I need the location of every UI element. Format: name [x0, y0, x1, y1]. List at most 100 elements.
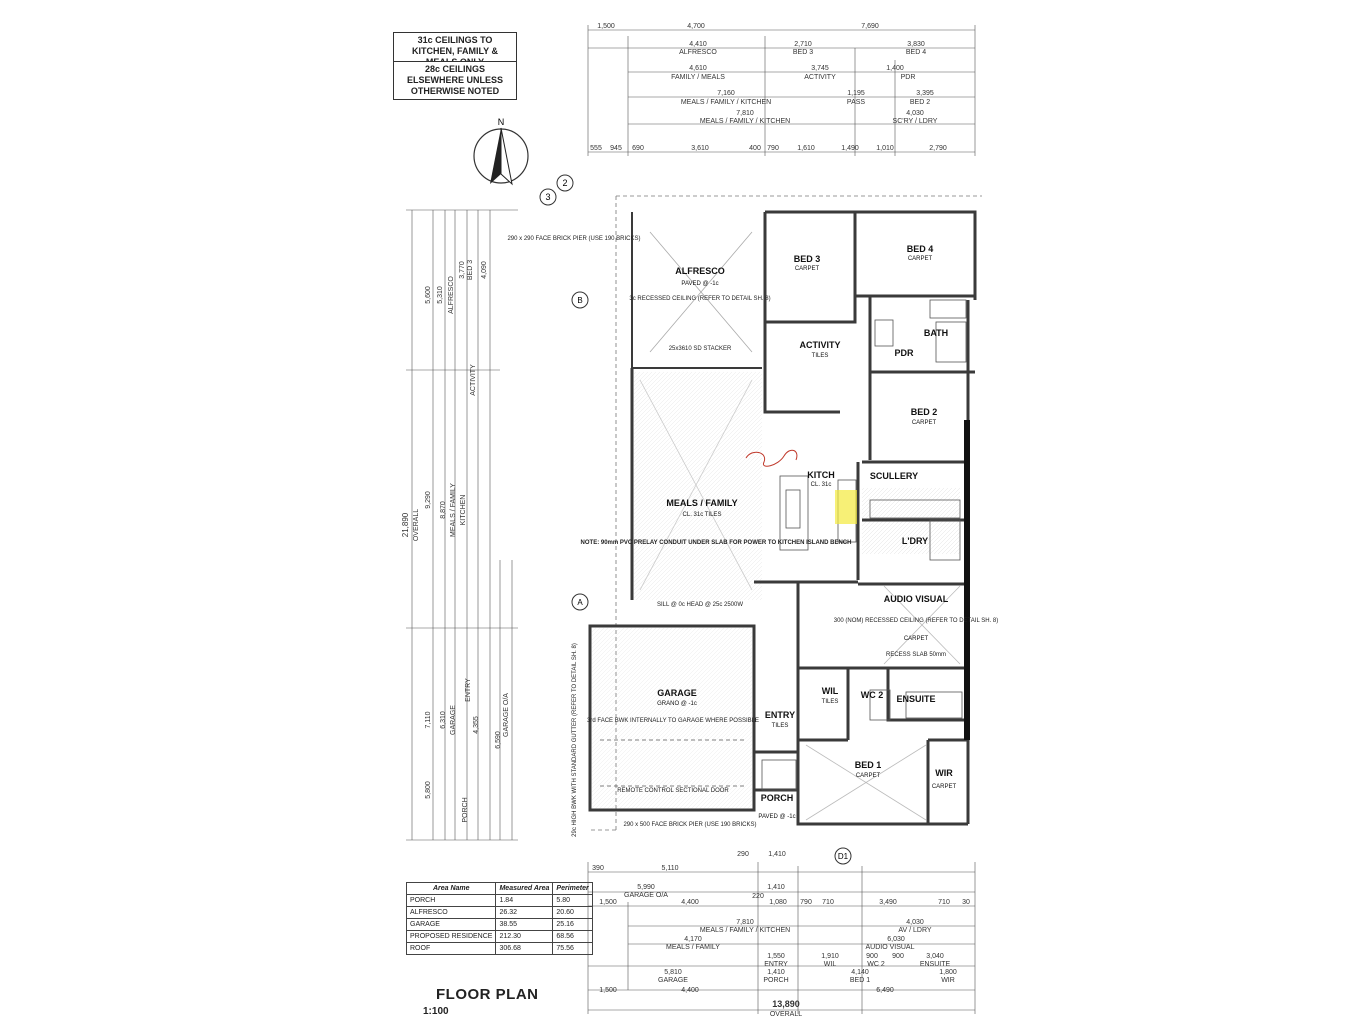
svg-text:OVERALL: OVERALL — [413, 509, 420, 541]
plan-title: FLOOR PLAN — [436, 986, 539, 1003]
annotation-recess-slab: RECESS SLAB 50mm — [886, 652, 946, 658]
svg-text:AUDIO VISUAL: AUDIO VISUAL — [865, 944, 914, 951]
svg-text:5,600: 5,600 — [425, 286, 432, 304]
svg-text:6,030: 6,030 — [887, 936, 905, 943]
svg-text:WIL: WIL — [824, 961, 837, 968]
annotation-meals-sill: SILL @ 0c HEAD @ 25c 2500W — [657, 602, 743, 608]
svg-text:B: B — [577, 296, 582, 305]
room-ensuite: ENSUITE — [896, 694, 935, 704]
svg-text:3,395: 3,395 — [916, 90, 934, 97]
svg-text:ENTRY: ENTRY — [465, 678, 472, 702]
svg-text:790: 790 — [767, 145, 779, 152]
svg-text:1,550: 1,550 — [767, 953, 785, 960]
svg-text:900: 900 — [892, 953, 904, 960]
highlight-mark — [835, 490, 857, 524]
room-wir-sub: CARPET — [932, 784, 957, 790]
ceiling-note-elsewhere: 28c CEILINGS ELSEWHERE UNLESS OTHERWISE … — [393, 61, 517, 100]
room-activity-sub: TILES — [812, 353, 829, 359]
room-entry-sub: TILES — [772, 723, 789, 729]
room-bath: BATH — [924, 328, 948, 338]
table-cell: 5.80 — [552, 894, 593, 907]
room-laundry: L'DRY — [902, 536, 928, 546]
room-kitchen-sub: CL. 31c — [811, 482, 832, 488]
svg-text:900: 900 — [866, 953, 878, 960]
table-cell: 1.84 — [495, 894, 554, 907]
room-wil: WIL — [822, 686, 839, 696]
boundary-wall-marker — [964, 420, 970, 740]
table-cell: PROPOSED RESIDENCE — [405, 930, 497, 943]
room-wir: WIR — [935, 768, 953, 778]
svg-text:2,710: 2,710 — [794, 41, 812, 48]
room-bed1-sub: CARPET — [856, 773, 881, 779]
svg-text:400: 400 — [749, 145, 761, 152]
plan-scale: 1:100 — [423, 1006, 449, 1017]
table-cell: 75.56 — [552, 942, 593, 955]
svg-text:1,410: 1,410 — [767, 969, 785, 976]
north-arrow-icon: N — [473, 117, 529, 186]
room-pdr: PDR — [894, 348, 914, 358]
room-scullery: SCULLERY — [870, 471, 918, 481]
svg-text:5,990: 5,990 — [637, 884, 655, 891]
room-bed4-sub: CARPET — [908, 256, 933, 262]
svg-text:1,410: 1,410 — [767, 884, 785, 891]
svg-text:A: A — [577, 598, 583, 607]
room-porch: PORCH — [761, 793, 794, 803]
svg-text:1,195: 1,195 — [847, 90, 865, 97]
annotation-av-ceiling: 300 (NOM) RECESSED CEILING (REFER TO DET… — [834, 618, 998, 624]
table-row: PROPOSED RESIDENCE 212.30 68.56 — [405, 930, 593, 943]
section-marker-icon: 2 3 — [539, 174, 574, 206]
svg-text:4,090: 4,090 — [481, 261, 488, 279]
svg-text:4,030: 4,030 — [906, 110, 924, 117]
left-dimensions: 21,890 OVERALL 5,600 5,310 ALFRESCO 3,77… — [401, 209, 518, 841]
room-entry: ENTRY — [765, 710, 795, 720]
svg-text:710: 710 — [938, 899, 950, 906]
svg-text:3,040: 3,040 — [926, 953, 944, 960]
svg-text:AV / LDRY: AV / LDRY — [898, 927, 932, 934]
svg-text:KITCHEN: KITCHEN — [460, 495, 467, 526]
top-dimensions: 1,500 4,700 7,690 4,410 2,710 3,830 ALFR… — [587, 23, 976, 156]
svg-text:PDR: PDR — [901, 74, 916, 81]
svg-text:FAMILY / MEALS: FAMILY / MEALS — [671, 74, 725, 81]
room-garage: GARAGE — [657, 688, 697, 698]
svg-text:BED 3: BED 3 — [467, 260, 474, 280]
room-garage-sub: GRANO @ -1c — [657, 701, 697, 707]
svg-text:4,400: 4,400 — [681, 899, 699, 906]
svg-text:GARAGE O/A: GARAGE O/A — [624, 892, 668, 899]
room-audio-visual-sub: CARPET — [904, 636, 929, 642]
svg-text:MEALS / FAMILY / KITCHEN: MEALS / FAMILY / KITCHEN — [700, 118, 790, 125]
svg-text:4,170: 4,170 — [684, 936, 702, 943]
annotation-prelay-note: NOTE: 90mm PVC PRELAY CONDUIT UNDER SLAB… — [581, 540, 852, 546]
svg-text:GARAGE: GARAGE — [658, 977, 688, 984]
svg-text:D1: D1 — [838, 852, 849, 861]
table-row: PORCH 1.84 5.80 — [405, 894, 593, 907]
svg-text:690: 690 — [632, 145, 644, 152]
svg-text:MEALS / FAMILY / KITCHEN: MEALS / FAMILY / KITCHEN — [700, 927, 790, 934]
svg-text:21,890: 21,890 — [401, 512, 410, 537]
annotation-brick-pier-bottom: 290 x 500 FACE BRICK PIER (USE 190 BRICK… — [623, 822, 756, 828]
svg-text:390: 390 — [592, 865, 604, 872]
svg-text:710: 710 — [822, 899, 834, 906]
room-alfresco-sub: PAVED @ -1c — [681, 281, 718, 287]
svg-text:3,745: 3,745 — [811, 65, 829, 72]
svg-text:1,080: 1,080 — [769, 899, 787, 906]
table-cell: 38.55 — [495, 918, 554, 931]
svg-text:220: 220 — [752, 893, 764, 900]
svg-text:1,500: 1,500 — [599, 987, 617, 994]
annotation-gutter: 29c HIGH BWK WITH STANDARD GUTTER (REFER… — [572, 643, 578, 837]
room-bed2-sub: CARPET — [912, 420, 937, 426]
svg-text:1,610: 1,610 — [797, 145, 815, 152]
north-label: N — [498, 117, 505, 127]
room-bed1: BED 1 — [855, 760, 882, 770]
svg-text:5,810: 5,810 — [664, 969, 682, 976]
svg-text:4,355: 4,355 — [473, 716, 480, 734]
svg-text:ALFRESCO: ALFRESCO — [448, 276, 455, 314]
table-cell: 306.68 — [495, 942, 554, 955]
svg-text:5,800: 5,800 — [425, 781, 432, 799]
svg-text:1,500: 1,500 — [599, 899, 617, 906]
annotation-garage-door: REMOTE CONTROL SECTIONAL DOOR — [617, 788, 729, 794]
svg-text:7,690: 7,690 — [861, 23, 879, 30]
room-bed4: BED 4 — [907, 244, 934, 254]
svg-text:3,490: 3,490 — [879, 899, 897, 906]
room-audio-visual: AUDIO VISUAL — [884, 594, 949, 604]
